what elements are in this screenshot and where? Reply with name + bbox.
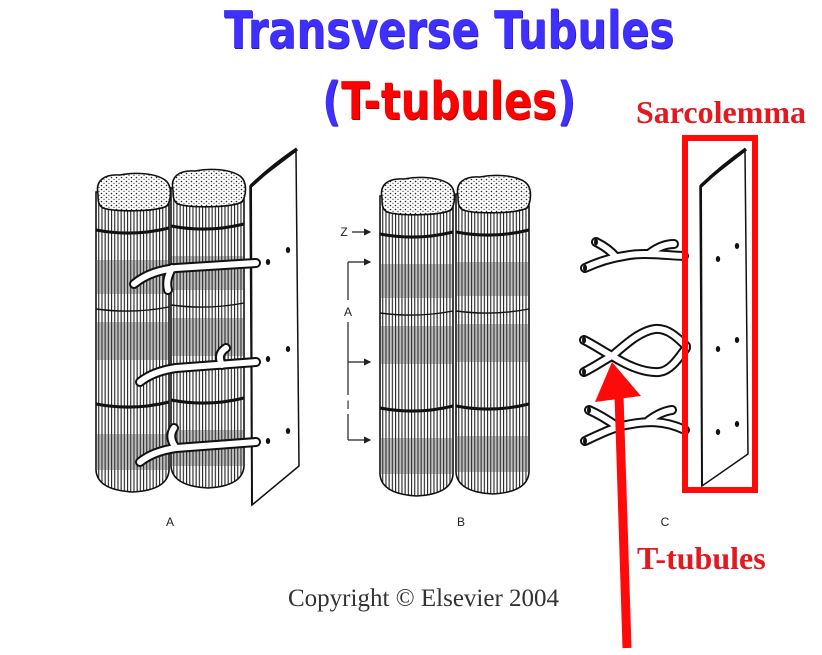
sarcolemma-edge [249,147,298,188]
sarcolemma-edge [250,185,253,506]
muscle-fiber [454,173,532,496]
t-tubule-pointer-arrow [595,362,641,649]
subtitle-close-paren: ) [556,72,576,132]
t-tubule-opening [715,429,721,435]
t-tubule-opening [285,247,291,253]
t-tubule-opening [734,421,740,427]
slide-title: Transverse Tubules [223,1,675,61]
muscle-fiber [94,171,172,494]
i-band-label: I [346,398,349,412]
panel-label-c: C [661,515,670,529]
t-tubule [580,237,689,273]
sarcolemma-sheet [699,147,749,488]
t-tubule-opening [734,243,740,249]
t-tubule-opening [734,337,740,343]
t-tubule [129,258,261,295]
sarcolemma-edge [700,185,703,487]
t-tubule-opening [265,259,271,265]
t-tubule [580,405,690,446]
sarcolemma-callout: Sarcolemma [636,94,807,130]
t-tubule-opening [715,346,721,352]
panel-c: C [579,147,749,529]
t-tubule-opening [285,428,291,434]
muscle-fiber [378,175,456,498]
slide-subtitle: (T-tubules) [170,76,728,128]
t-tubules-callout: T-tubules [637,540,766,576]
subtitle-term: T-tubules [341,72,557,132]
t-tubule [135,343,261,387]
panel-b: Z A I B [340,173,532,529]
arrow-shaft [614,394,632,649]
t-tubule [135,423,261,467]
t-tubule-opening [285,346,291,352]
panel-label-a: A [166,515,174,529]
arrow-head [595,362,641,402]
sarcolemma-highlight-box [682,135,758,493]
copyright-notice: Copyright © Elsevier 2004 [288,585,560,612]
a-band-label: A [344,305,352,319]
t-tubule-opening [265,438,271,444]
z-line-label: Z [340,225,347,239]
t-tubule-opening [715,256,721,262]
t-tubule-opening [265,356,271,362]
sarcolemma-edge [699,147,748,188]
subtitle-open-paren: ( [322,72,342,132]
t-tubule [579,323,691,378]
sarcolemma-sheet [249,147,300,507]
sarcolemma-surface [249,149,300,507]
band-annotations: Z A I [340,225,372,444]
panel-a: A [94,147,300,529]
sarcolemma-surface [699,149,749,488]
panel-label-b: B [457,515,465,529]
